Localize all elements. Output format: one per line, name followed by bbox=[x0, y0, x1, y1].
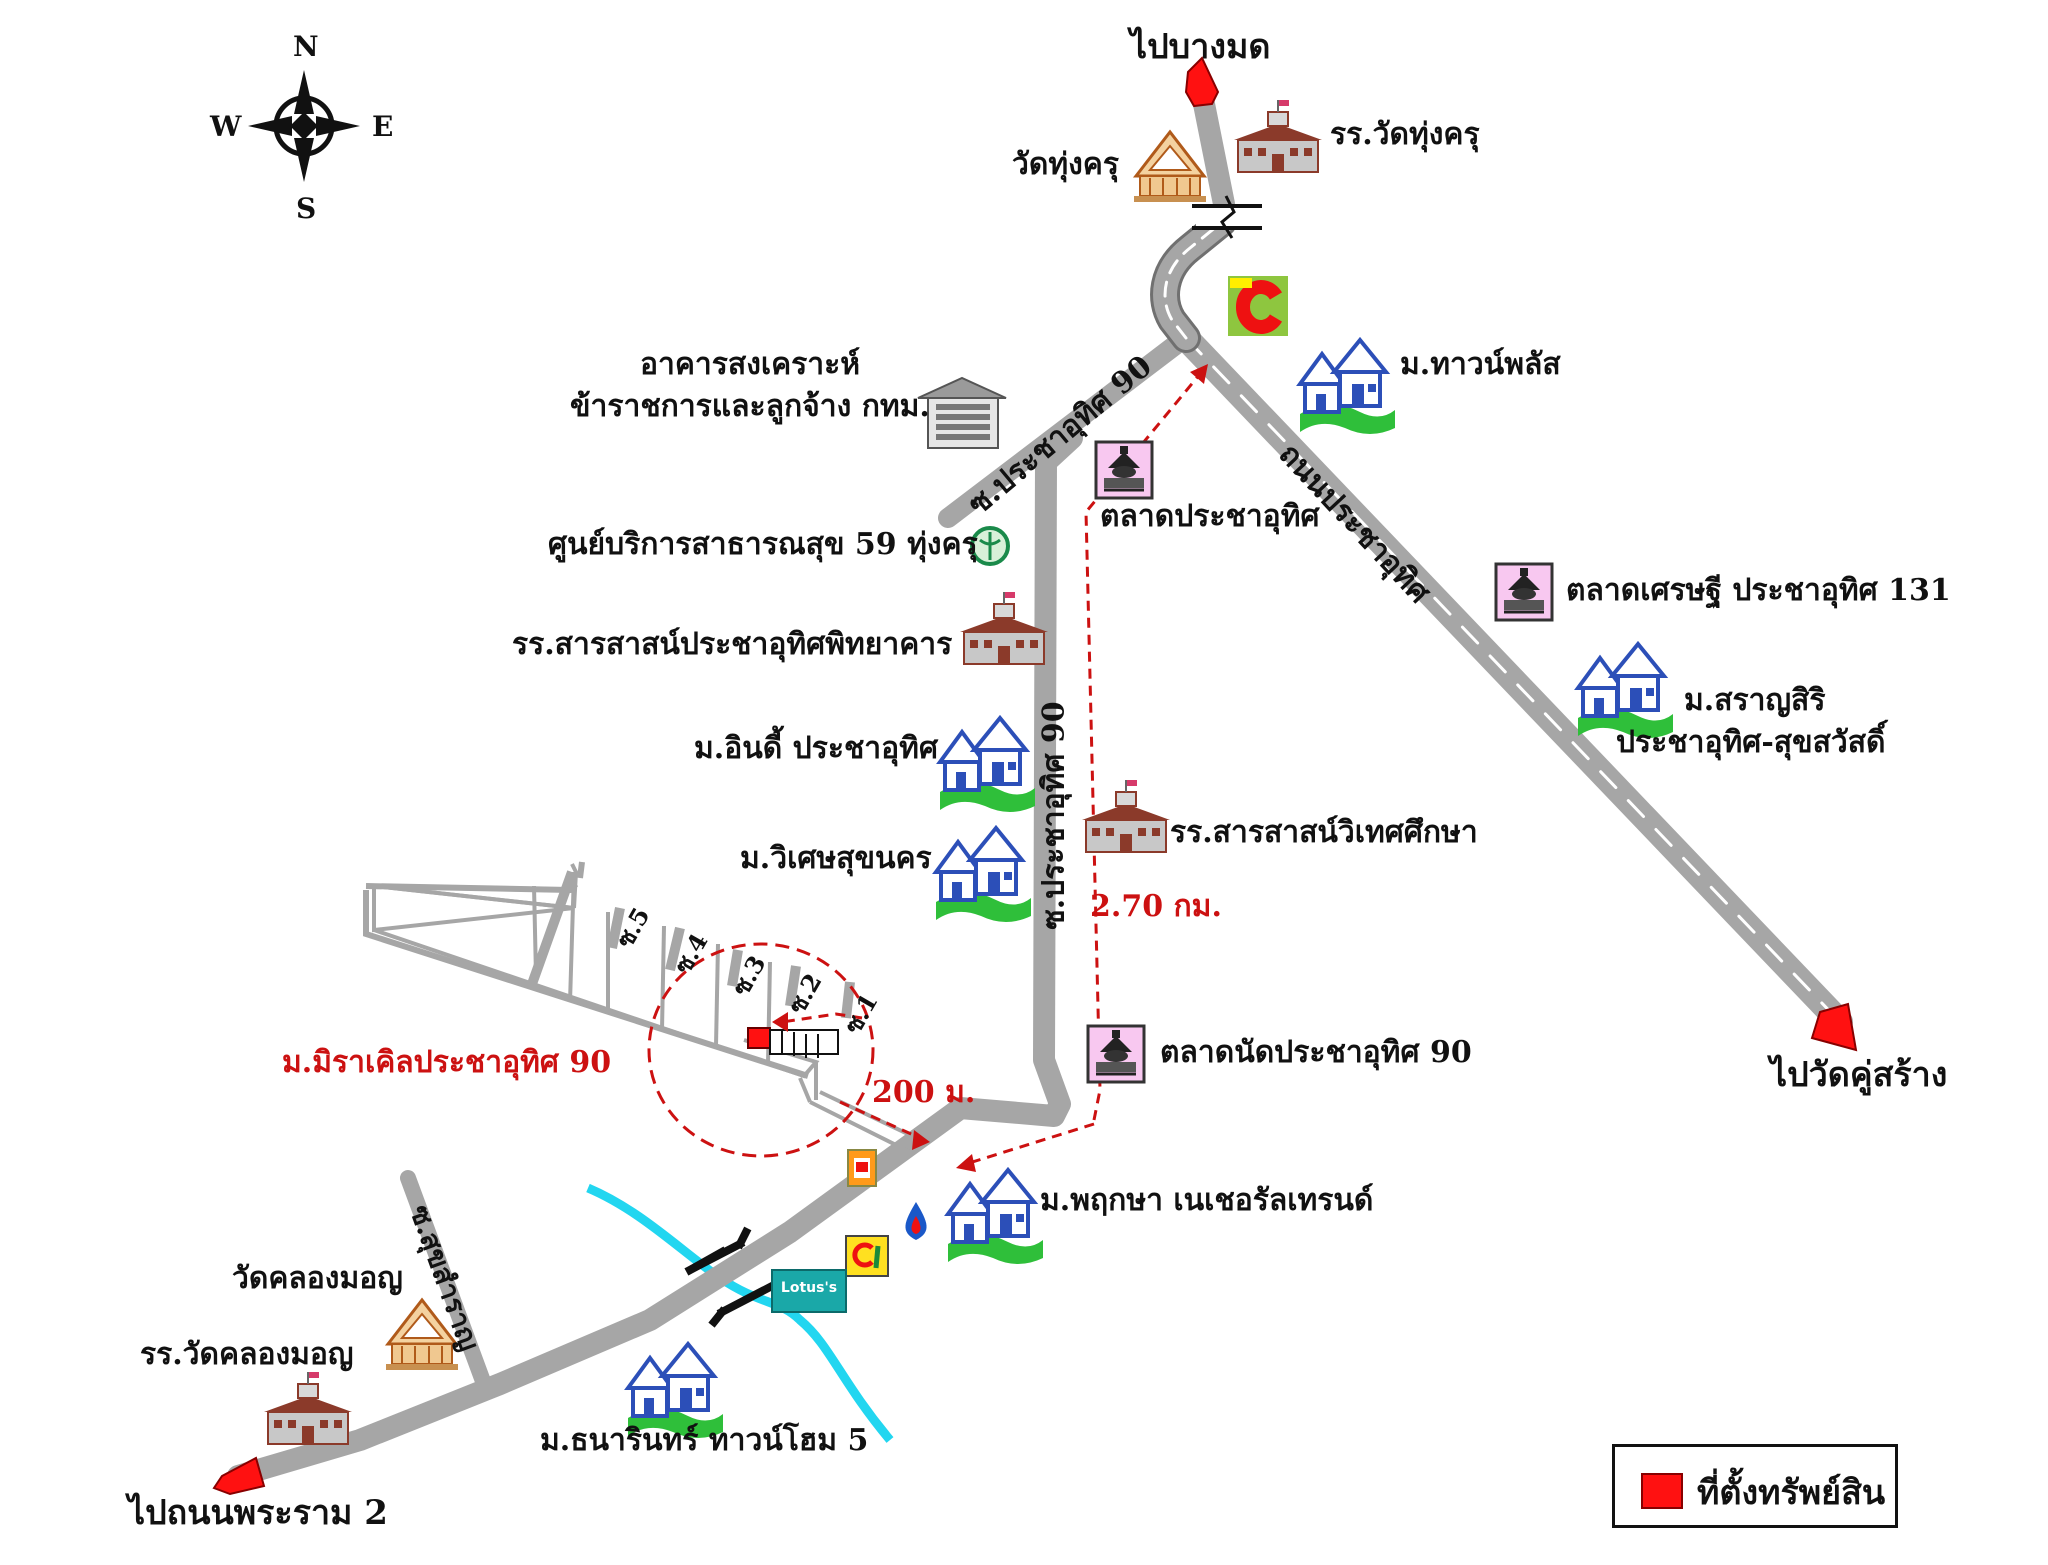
label-distance-main: 2.70 กม. bbox=[1090, 889, 1222, 924]
house-icon bbox=[1576, 642, 1675, 740]
compass-west: W bbox=[210, 110, 242, 143]
label-school-sarasas-witet: รร.สารสาสน์วิเทศศึกษา bbox=[1170, 815, 1478, 850]
health-center-icon bbox=[970, 526, 1010, 566]
house-icon bbox=[1298, 338, 1397, 436]
road-network bbox=[227, 93, 1853, 1487]
legend-label: ที่ตั้งทรัพย์สิน bbox=[1697, 1473, 1886, 1513]
village-soi-grid bbox=[372, 863, 913, 1154]
label-school-sarasas-pittayakarn: รร.สารสาสน์ประชาอุทิศพิทยาคาร bbox=[512, 627, 953, 662]
label-wat-khlong-mon: วัดคลองมอญ bbox=[232, 1261, 403, 1296]
school-icon bbox=[263, 1371, 353, 1445]
temple-icon bbox=[1132, 130, 1208, 204]
label-welfare-building-1: อาคารสงเคราะห์ bbox=[640, 347, 861, 382]
cj-store-icon bbox=[845, 1235, 889, 1277]
property-marker bbox=[747, 1027, 839, 1058]
direction-rama-2: ไปถนนพระราม 2 bbox=[128, 1493, 388, 1533]
convenience-store-icon bbox=[847, 1149, 877, 1187]
market-icon bbox=[1094, 440, 1154, 500]
label-miracle-property: ม.มิราเคิลประชาอุทิศ 90 bbox=[282, 1045, 612, 1080]
label-distance-short: 200 ม. bbox=[872, 1075, 976, 1110]
house-icon bbox=[934, 826, 1033, 924]
bridge-icon bbox=[1192, 195, 1262, 239]
market-icon bbox=[1494, 562, 1554, 622]
label-saransiri-2: ประชาอุทิศ-สุขสวัสดิ์ bbox=[1616, 725, 1886, 760]
label-market-pracha-uthit: ตลาดประชาอุทิศ bbox=[1100, 499, 1320, 534]
map-legend: ที่ตั้งทรัพย์สิน bbox=[1612, 1444, 1898, 1528]
arrow-southeast-icon bbox=[1810, 1002, 1858, 1052]
label-thanarin: ม.ธนารินทร์ ทาวน์โฮม 5 bbox=[540, 1423, 869, 1458]
direction-arrows bbox=[212, 56, 1858, 1496]
direction-bang-mot: ไปบางมด bbox=[1130, 27, 1271, 67]
canal-bridge-icon bbox=[684, 1226, 778, 1328]
label-school-wat-thung-khru: รร.วัดทุ่งครุ bbox=[1330, 117, 1480, 152]
compass-east: E bbox=[372, 110, 394, 143]
label-townplus: ม.ทาวน์พลัส bbox=[1400, 347, 1561, 382]
label-wat-thung-khru: วัดทุ่งครุ bbox=[1012, 147, 1119, 182]
label-welfare-building-2: ข้าราชการและลูกจ้าง กทม. bbox=[570, 389, 930, 424]
label-wiset-sukkhanakhon: ม.วิเศษสุขนคร bbox=[740, 841, 932, 876]
direction-wat-khu-sang: ไปวัดคู่สร้าง bbox=[1770, 1055, 1948, 1095]
road-label-soi-90-lower: ซ.ประชาอุทิศ 90 bbox=[1036, 701, 1072, 930]
school-icon bbox=[1233, 99, 1323, 173]
label-indy: ม.อินดี้ ประชาอุทิศ bbox=[694, 731, 938, 766]
village-main-road bbox=[363, 861, 809, 1079]
route-arrowheads bbox=[772, 364, 1208, 1172]
house-icon bbox=[946, 1168, 1045, 1266]
arrow-north-icon bbox=[1184, 56, 1220, 108]
lotus-store-icon: Lotus's bbox=[771, 1269, 847, 1313]
compass-rose-icon bbox=[248, 70, 360, 182]
label-school-wat-khlong-mon: รร.วัดคลองมอญ bbox=[140, 1337, 354, 1372]
market-icon bbox=[1086, 1024, 1146, 1084]
arrow-southwest-icon bbox=[212, 1456, 266, 1496]
gas-station-icon bbox=[905, 1202, 927, 1240]
school-icon bbox=[1081, 779, 1171, 853]
house-icon bbox=[938, 716, 1037, 814]
office-building-icon bbox=[917, 376, 1007, 449]
label-pruksa: ม.พฤกษา เนเชอรัลเทรนด์ bbox=[1040, 1183, 1374, 1218]
label-market-nat: ตลาดนัดประชาอุทิศ 90 bbox=[1160, 1035, 1472, 1070]
bigc-logo-icon bbox=[1228, 276, 1288, 336]
label-health-center: ศูนย์บริการสาธารณสุข 59 ทุ่งครุ bbox=[548, 527, 978, 562]
compass-north: N bbox=[293, 30, 319, 63]
property-area-circle bbox=[647, 942, 875, 1158]
compass-south: S bbox=[296, 192, 317, 225]
property-swatch-icon bbox=[1641, 1473, 1683, 1509]
label-saransiri-1: ม.สราญสิริ bbox=[1684, 683, 1826, 718]
canal-river bbox=[586, 1183, 894, 1443]
label-market-setthi: ตลาดเศรษฐี ประชาอุทิศ 131 bbox=[1566, 573, 1951, 608]
svg-text:Lotus's: Lotus's bbox=[781, 1280, 837, 1296]
